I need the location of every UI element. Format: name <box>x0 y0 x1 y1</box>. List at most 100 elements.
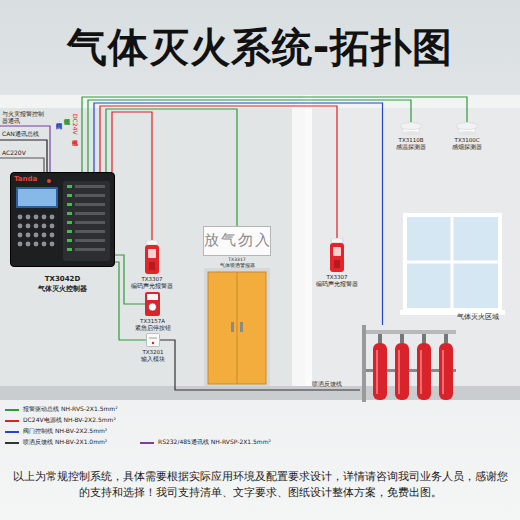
manifold-pipe <box>364 330 456 334</box>
node-text: TX3201 <box>122 349 184 355</box>
button-icon <box>145 292 160 316</box>
controller-side-panel <box>63 181 110 261</box>
controller-key <box>26 224 31 229</box>
detector-cap <box>403 131 419 135</box>
node-box: TX3157A紧急启停按钮 <box>145 292 160 316</box>
back-wall <box>312 108 520 386</box>
controller-screen-frame <box>16 187 58 208</box>
node-text: TX3307 <box>121 276 183 282</box>
legend-text: 报警驱动总线 NH-RVS-2X1.5mm² <box>23 406 118 413</box>
controller-key <box>18 233 23 238</box>
controller-key <box>50 215 55 220</box>
module-icon <box>146 333 160 347</box>
ceiling <box>305 95 520 108</box>
controller-led <box>67 230 72 233</box>
gas-cylinder <box>439 343 453 400</box>
controller-strip <box>75 221 105 224</box>
edge-label: 喷洒反馈线 <box>312 381 342 388</box>
controller-key <box>18 224 23 229</box>
controller-key <box>26 215 31 220</box>
strobe-lens <box>148 249 156 258</box>
controller-key <box>34 242 39 247</box>
node-text: 输入模块 <box>122 356 184 362</box>
caption: 以上为常规控制系统，具体需要根据实际应用环境及配置要求设计，详情请咨询我司业务人… <box>8 468 512 500</box>
wire-connector <box>94 103 383 325</box>
cylinder-highlight <box>398 350 400 394</box>
cylinder-highlight <box>442 350 444 394</box>
node-text: 编码声光报警器 <box>306 281 368 287</box>
wire-connector <box>112 112 152 240</box>
strobe-base <box>331 238 343 243</box>
controller-strip <box>75 194 105 197</box>
controller-key <box>34 224 39 229</box>
strobe-speaker <box>334 260 340 268</box>
node-box: TX3100C感烟探测器 <box>455 122 479 135</box>
node-text: 气体灭火控制器 <box>1 285 124 293</box>
strobe-speaker <box>149 262 155 270</box>
controller-strip <box>75 230 105 233</box>
detector-icon <box>399 122 423 135</box>
legend-swatch <box>5 431 19 433</box>
door-handle <box>240 322 243 332</box>
controller-panel <box>11 173 114 266</box>
node-text: 放气勿入 <box>204 232 270 249</box>
legend-swatch <box>140 442 154 444</box>
controller-led <box>67 221 72 224</box>
controller-key <box>34 233 39 238</box>
node-box: TX3307编码声光报警器 <box>330 238 344 272</box>
controller-key <box>26 242 31 247</box>
wire-label: DC24V电源线 <box>71 114 78 135</box>
node-box: 气体灭火区域 <box>360 325 465 402</box>
node-text: 紧急启停按钮 <box>121 325 184 331</box>
back-wall <box>0 108 292 386</box>
comm-wire <box>0 126 50 172</box>
controller-strip <box>75 203 105 206</box>
controller-strip <box>75 185 105 188</box>
node-text: Tanda <box>14 175 37 183</box>
controller-key <box>42 224 47 229</box>
legend-swatch <box>5 442 19 444</box>
strobe-lens <box>333 247 341 256</box>
controller-key <box>34 215 39 220</box>
controller-led <box>67 203 72 206</box>
controller-led <box>67 212 72 215</box>
controller-key <box>50 242 55 247</box>
window-bar <box>405 261 500 264</box>
gas-cylinders <box>360 325 465 402</box>
cylinder-highlight <box>420 350 422 394</box>
node-text: 编码声光报警器 <box>121 283 183 289</box>
node-text: 感烟探测器 <box>431 144 503 150</box>
wire-connector <box>82 97 467 172</box>
button-plate <box>147 294 158 300</box>
strobe-base <box>146 240 158 245</box>
legend-swatch <box>5 409 19 411</box>
legend-text: RS232/485通讯线 NH-RVSP-2X1.5mm² <box>158 439 271 446</box>
controller-key <box>50 233 55 238</box>
controller-key <box>42 215 47 220</box>
controller-key <box>50 224 55 229</box>
button-body <box>145 292 160 316</box>
wire-label: AC220V <box>2 150 26 157</box>
controller-strip <box>75 212 105 215</box>
legend-text: DC24V电源线 NH-BV-2X2.5mm² <box>23 417 116 424</box>
node-box: TandaTX3042D气体灭火控制器 <box>10 172 115 267</box>
controller-strip <box>75 239 105 242</box>
detector-base <box>456 123 478 130</box>
legend-swatch <box>5 420 19 422</box>
wire-label: 与火灾报警控制器通讯 <box>2 111 44 125</box>
wall-edge <box>292 95 305 400</box>
strobe-icon <box>330 238 344 272</box>
controller-led <box>67 194 72 197</box>
controller-strip <box>75 248 105 251</box>
controller-led <box>67 239 72 242</box>
module-led <box>152 342 154 344</box>
node-text: TX3100C <box>431 137 503 143</box>
door-split <box>237 272 238 384</box>
node-box: TX3110B感温探测器 <box>399 122 423 135</box>
cylinder-valve <box>422 334 426 343</box>
gas-cylinder <box>417 343 431 400</box>
node-text: 感温探测器 <box>375 144 447 150</box>
gas-cylinder <box>395 343 409 400</box>
controller-lamp <box>47 179 51 183</box>
